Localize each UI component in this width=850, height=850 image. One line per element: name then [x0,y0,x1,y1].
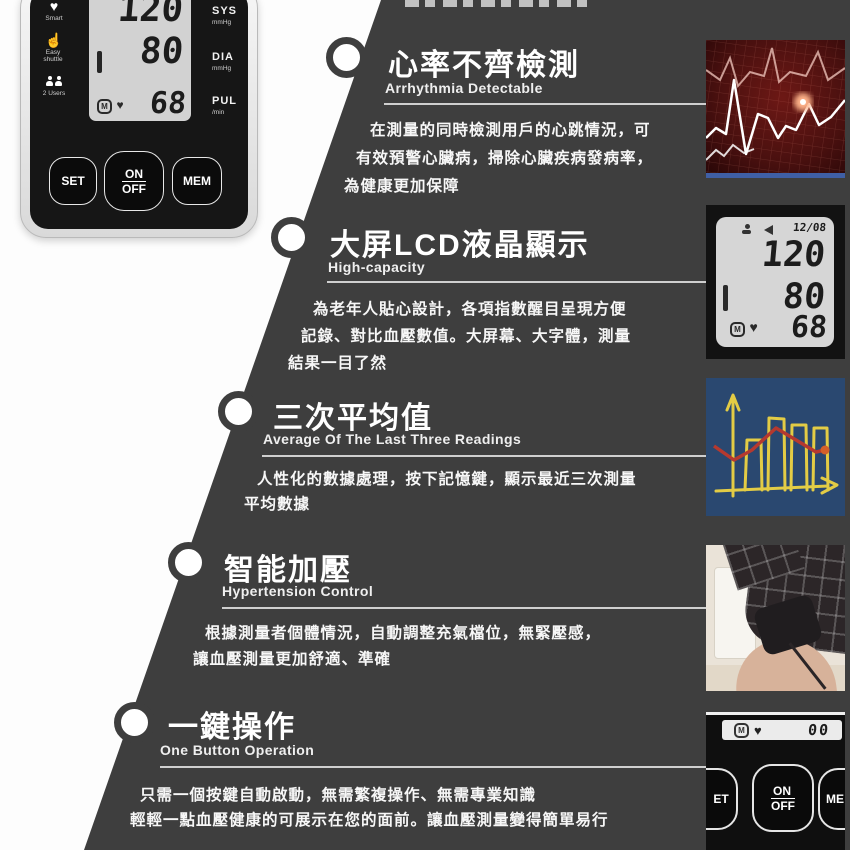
memory-icon: M [734,722,749,738]
person-icon [742,224,752,234]
section4-line1: 根據測量者個體情況，自動調整充氣檔位，無緊壓感， [205,625,602,642]
lcd-bottom-strip: M ♥ 00 [722,720,842,740]
section1-line2: 有效預警心臟病，掃除心臟疾病發病率， [356,150,654,167]
section2-subtitle: High-capacity [328,259,425,275]
section5-line2: 輕輕一點血壓健康的可展示在您的面前。讓血壓測量變得簡單易行 [130,812,609,829]
section3-divider [262,455,706,457]
heart-icon: ♥ [749,319,758,335]
smart-feature: ♥ Smart [36,0,72,22]
section3-line1: 人性化的數據處理，按下記憶鍵，顯示最近三次測量 [257,471,637,488]
device-edge-highlight [706,712,845,715]
pul-label: PUL [212,95,237,107]
sys-unit: mmHg [212,19,232,26]
section1-title: 心率不齊檢測 [388,49,580,82]
dia-label: DIA [212,51,234,63]
lcd-closeup-image: 12/08 120 80 M ♥ 68 [706,205,845,359]
section4-divider [222,607,706,609]
section2-line1: 為老年人貼心設計，各項指數醒目呈現方便 [313,301,627,318]
lcd-pul: 68 [789,310,829,345]
lcd-closeup-screen: 12/08 120 80 M ♥ 68 [716,217,834,347]
section4-bullet [168,542,209,583]
section2-title: 大屏LCD液晶顯示 [330,229,590,262]
section1-line1: 在測量的同時檢測用戶的心跳情況，可 [370,122,651,139]
two-users-icon [36,74,72,88]
heart-icon: ♥ [116,98,124,112]
off-label: OFF [122,181,146,196]
lcd-mode-heart-icons: M ♥ [730,319,758,337]
section5-title: 一鍵操作 [168,711,296,744]
sys-label: SYS [212,5,238,17]
section5-bullet [114,702,155,743]
section1-subtitle: Arrhythmia Detectable [385,80,543,96]
section1-divider [384,103,706,105]
section3-line2: 平均數據 [244,496,311,513]
section1-line3: 為健康更加保障 [344,178,460,195]
section5-line1: 只需一個按鍵自動啟動，無需繁複操作、無需專業知識 [140,787,537,804]
speaker-icon [764,225,773,235]
section1-bullet [326,37,367,78]
on-label: ON [771,784,795,799]
two-users-label: 2 Users [42,90,66,97]
set-button: SET [49,157,97,205]
pulse-reading: 68 [148,86,188,121]
heart-icon: ♥ [754,722,762,738]
pul-unit: /min [212,109,225,116]
off-label: OFF [771,798,795,813]
device-lcd: 120 80 M ♥ 68 [89,0,191,121]
section3-subtitle: Average Of The Last Three Readings [263,431,522,447]
lcd-mode-heart-icons: M ♥ [97,96,124,114]
section4-line2: 讓血壓測量更加舒適、準確 [193,651,392,668]
hand-icon: ☝ [45,32,63,48]
chart-image [706,378,845,516]
on-off-button: ON OFF [104,151,164,211]
section5-subtitle: One Button Operation [160,742,315,758]
pulse-zero-reading: 00 [807,721,831,739]
easy-shuttle-label: Easy shuttle [43,49,63,63]
section4-title: 智能加壓 [224,554,352,587]
cuff-photo-image [706,545,845,691]
section4-subtitle: Hypertension Control [222,583,374,599]
device-side-icons: ♥ Smart ☝ Easy shuttle 2 Users [36,0,72,108]
section2-line3: 結果一目了然 [288,355,388,372]
bp-monitor-device: ♥ Smart ☝ Easy shuttle 2 Users 120 80 [20,0,258,238]
easy-shuttle-feature: ☝ Easy shuttle [36,33,72,63]
lcd-segment-bar [723,285,728,311]
set-button-partial: ET [706,768,738,830]
device-front-panel: ♥ Smart ☝ Easy shuttle 2 Users 120 80 [30,0,248,229]
on-label: ON [122,167,146,182]
mem-button: MEM [172,157,222,205]
sys-reading: 120 [116,0,185,30]
ecg-graphic [706,40,845,178]
dia-reading: 80 [137,31,185,72]
section3-title: 三次平均值 [273,402,433,435]
buttons-closeup-image: M ♥ 00 ET ON OFF ME [706,712,845,850]
section3-bullet [218,391,259,432]
dia-unit: mmHg [212,65,232,72]
two-users-feature: 2 Users [36,74,72,97]
section2-bullet [271,217,312,258]
lcd-sys: 120 [760,235,827,275]
mem-button-partial: ME [818,768,845,830]
lcd-segment-bar [97,51,102,73]
top-clipped-text-fragment [405,0,590,7]
ecg-heartbeat-image [706,40,845,178]
chart-graphic [706,378,845,516]
memory-icon: M [730,322,745,337]
heart-icon: ♥ [49,0,59,14]
section2-divider [327,281,706,283]
smart-label: Smart [45,15,63,22]
section5-divider [160,766,706,768]
on-off-button: ON OFF [752,764,814,832]
section2-line2: 記錄、對比血壓數值。大屏幕、大字體，測量 [301,328,632,345]
lcd-date: 12/08 [792,221,827,234]
memory-icon: M [97,99,112,114]
